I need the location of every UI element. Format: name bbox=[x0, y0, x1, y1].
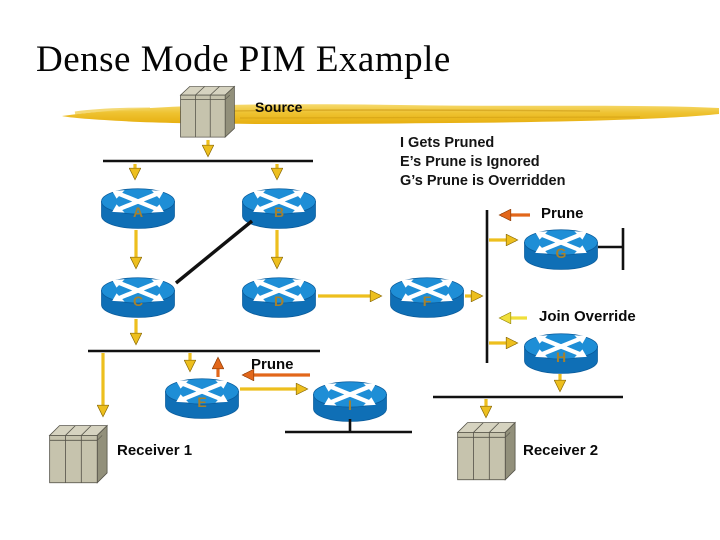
router-f-label: F bbox=[422, 293, 432, 309]
annotation-notes: I Gets Pruned E’s Prune is Ignored G’s P… bbox=[400, 134, 565, 191]
router-e: E bbox=[164, 374, 240, 420]
router-a-label: A bbox=[132, 204, 144, 220]
note-line-3: G’s Prune is Overridden bbox=[400, 173, 566, 189]
slide-title: Dense Mode PIM Example bbox=[36, 39, 451, 80]
router-d: D bbox=[241, 273, 317, 319]
router-b: B bbox=[241, 184, 317, 230]
prune-e-label: Prune bbox=[251, 356, 294, 373]
prune-g-label: Prune bbox=[541, 205, 584, 222]
router-f: F bbox=[389, 273, 465, 319]
router-i-label: I bbox=[348, 397, 352, 413]
router-h-label: H bbox=[555, 349, 567, 365]
router-h: H bbox=[523, 329, 599, 375]
router-g-label: G bbox=[555, 245, 567, 261]
note-line-1: I Gets Pruned bbox=[400, 135, 495, 151]
router-b-label: B bbox=[273, 204, 285, 220]
router-e-label: E bbox=[197, 394, 207, 410]
router-i: I bbox=[312, 377, 388, 423]
note-line-2: E’s Prune is Ignored bbox=[400, 154, 540, 170]
router-a: A bbox=[100, 184, 176, 230]
router-d-label: D bbox=[273, 293, 285, 309]
receiver2-label: Receiver 2 bbox=[523, 442, 599, 459]
router-c-label: C bbox=[132, 293, 144, 309]
router-g: G bbox=[523, 225, 599, 271]
link-b-to-c bbox=[174, 219, 254, 285]
prune-arrows bbox=[218, 215, 530, 377]
source-label: Source bbox=[255, 99, 303, 115]
receiver1-label: Receiver 1 bbox=[117, 442, 193, 459]
lan-segments bbox=[88, 159, 625, 434]
join-override-label: Join Override bbox=[539, 308, 636, 325]
traffic-arrows bbox=[103, 140, 560, 416]
router-c: C bbox=[100, 273, 176, 319]
